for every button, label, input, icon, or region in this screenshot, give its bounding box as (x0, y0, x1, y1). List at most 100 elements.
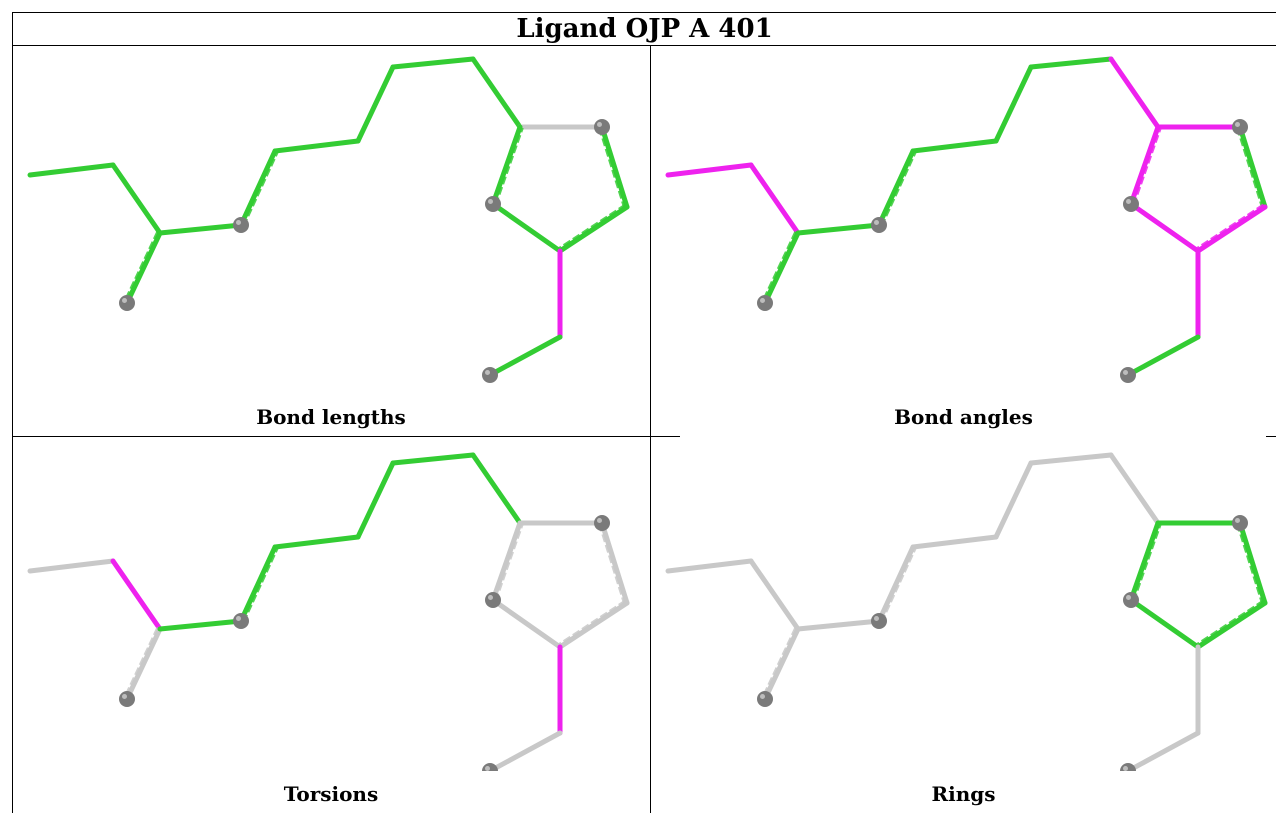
double-bond-a14-a10 (494, 523, 524, 602)
bond-a8-a9 (1028, 56, 1114, 70)
middle-divider-right-tick (1266, 436, 1276, 437)
bond-a5-a6 (876, 544, 916, 624)
bond-a8-a9 (390, 56, 476, 70)
double-bond-a12-a13 (557, 599, 626, 646)
atom-a16 (482, 367, 498, 383)
bond-a13-a14 (1128, 201, 1201, 254)
panel-torsions (13, 437, 649, 771)
atom-highlight-a5 (236, 220, 241, 225)
double-bond-a5-a6 (880, 547, 917, 623)
bond-a15-a16 (1125, 730, 1201, 771)
bond-a13-a14 (1128, 597, 1201, 650)
middle-divider-left (12, 436, 650, 437)
panel-bond-angles (651, 47, 1276, 399)
molecule-drawing (27, 452, 630, 771)
molecule-drawing (665, 56, 1268, 383)
atom-highlight-a11 (1235, 122, 1240, 127)
panel-rings (651, 437, 1276, 771)
atom-highlight-a16 (1123, 766, 1128, 771)
bond-a3-a5 (157, 618, 244, 632)
atom-highlight-a16 (485, 766, 490, 771)
bond-a14-a10 (490, 124, 523, 207)
double-bond-a14-a10 (1132, 523, 1162, 602)
bond-a7-a8 (993, 460, 1034, 540)
bond-a14-a10 (1128, 124, 1161, 207)
bond-a3-a4 (124, 230, 163, 306)
bond-a14-a10 (1128, 520, 1161, 603)
bond-a15-a16 (487, 334, 563, 378)
atom-a11 (594, 515, 610, 531)
left-border (12, 46, 13, 813)
bond-a3-a4 (762, 626, 801, 702)
atom-a5 (233, 217, 249, 233)
double-bond-a3-a4 (123, 627, 159, 699)
bond-a12-a13 (557, 204, 630, 254)
bond-a3-a4 (762, 230, 801, 306)
atom-a16 (1120, 367, 1136, 383)
atom-highlight-a4 (760, 298, 765, 303)
molecule-drawing (27, 56, 630, 383)
double-bond-a3-a4 (123, 231, 159, 303)
atom-a4 (757, 691, 773, 707)
caption-rings: Rings (931, 782, 996, 806)
atom-highlight-a16 (485, 370, 490, 375)
bond-a11-a12 (599, 124, 630, 210)
bond-a12-a13 (1195, 204, 1268, 254)
bond-a3-a5 (795, 222, 882, 236)
atom-a4 (757, 295, 773, 311)
bond-a7-a8 (355, 460, 396, 540)
bond-a6-a7 (272, 138, 361, 154)
bond-a1-a2 (665, 162, 754, 178)
panel-bond-lengths (13, 47, 649, 399)
double-bond-a12-a13 (557, 203, 626, 250)
atom-highlight-a14 (488, 595, 493, 600)
bond-a2-a3 (748, 558, 801, 632)
double-bond-a12-a13 (1195, 203, 1264, 250)
atom-highlight-a14 (1126, 199, 1131, 204)
atom-a11 (1232, 515, 1248, 531)
caption-torsions: Torsions (283, 782, 379, 806)
bond-a5-a6 (238, 544, 278, 624)
bond-a9-a10 (1108, 56, 1161, 130)
bond-a13-a14 (490, 201, 563, 254)
bond-a2-a3 (110, 558, 163, 632)
atom-a14 (485, 592, 501, 608)
atom-highlight-a14 (488, 199, 493, 204)
atom-a14 (1123, 592, 1139, 608)
atom-a11 (1232, 119, 1248, 135)
atom-a16 (1120, 763, 1136, 771)
bond-a7-a8 (355, 64, 396, 144)
center-divider (650, 46, 651, 813)
double-bond-a11-a12 (1236, 127, 1264, 209)
bond-a11-a12 (1237, 520, 1268, 606)
bond-a6-a7 (910, 534, 999, 550)
bond-a1-a2 (27, 558, 116, 574)
atom-highlight-a11 (597, 122, 602, 127)
atom-a11 (594, 119, 610, 135)
atom-a14 (485, 196, 501, 212)
double-bond-a14-a10 (494, 127, 524, 206)
bond-a11-a12 (599, 520, 630, 606)
bond-a7-a8 (993, 64, 1034, 144)
bond-a11-a12 (1237, 124, 1268, 210)
atom-highlight-a14 (1126, 595, 1131, 600)
double-bond-a11-a12 (598, 127, 626, 209)
bond-a3-a5 (795, 618, 882, 632)
atom-highlight-a5 (874, 616, 879, 621)
bond-a3-a4 (124, 626, 163, 702)
bond-a9-a10 (1108, 452, 1161, 526)
atom-highlight-a4 (122, 694, 127, 699)
atom-a5 (871, 217, 887, 233)
bond-a12-a13 (557, 600, 630, 650)
double-bond-a5-a6 (880, 151, 917, 227)
atom-highlight-a5 (236, 616, 241, 621)
double-bond-a14-a10 (1132, 127, 1162, 206)
bond-a2-a3 (748, 162, 801, 236)
bond-a5-a6 (876, 148, 916, 228)
double-bond-a12-a13 (1195, 599, 1264, 646)
atom-highlight-a4 (122, 298, 127, 303)
middle-divider-right (650, 436, 680, 437)
caption-bond-angles: Bond angles (894, 405, 1033, 429)
bond-a12-a13 (1195, 600, 1268, 650)
